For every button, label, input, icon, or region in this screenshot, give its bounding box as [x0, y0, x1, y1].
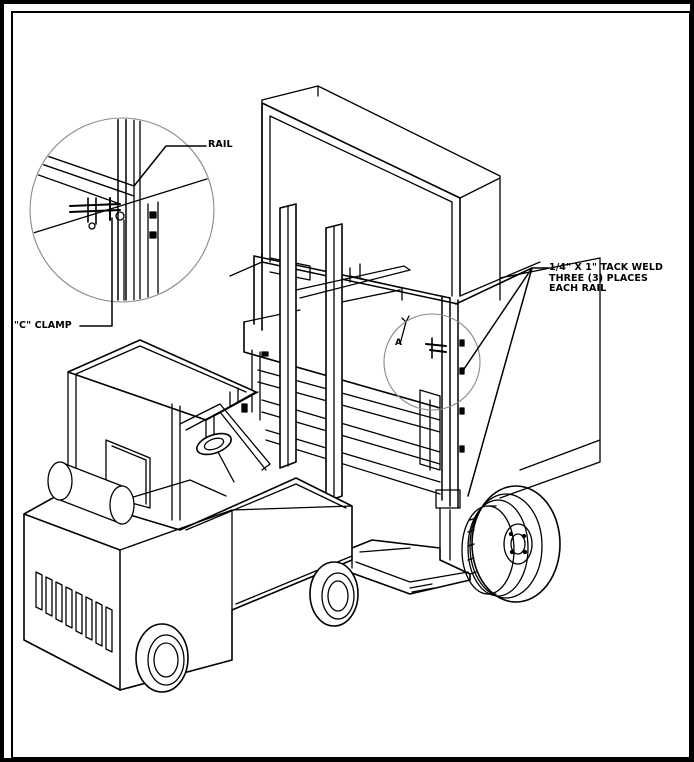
tack-weld-note-line-3: EACH RAIL [549, 283, 607, 294]
drawing-inner-border [11, 11, 691, 759]
tack-weld-note-line-2: THREE (3) PLACES [549, 272, 648, 284]
tack-weld-note-line-1: 1/4" X 1" TACK WELD [549, 262, 663, 273]
tack-weld-note: 1/4" X 1" TACK WELD THREE (3) PLACES EAC… [549, 262, 663, 295]
view-a-indicator [399, 315, 447, 359]
view-a-letter: A [395, 338, 403, 348]
truck-wheels [461, 485, 561, 603]
c-clamp-label: "C" CLAMP [14, 320, 72, 331]
detail-callout [29, 117, 215, 303]
truck-body [229, 85, 601, 499]
rail-label: RAIL [208, 139, 233, 150]
forklift-grille [35, 571, 113, 653]
leader-lines [79, 145, 549, 497]
detail-a-circle [383, 313, 481, 411]
forklift [23, 203, 411, 693]
